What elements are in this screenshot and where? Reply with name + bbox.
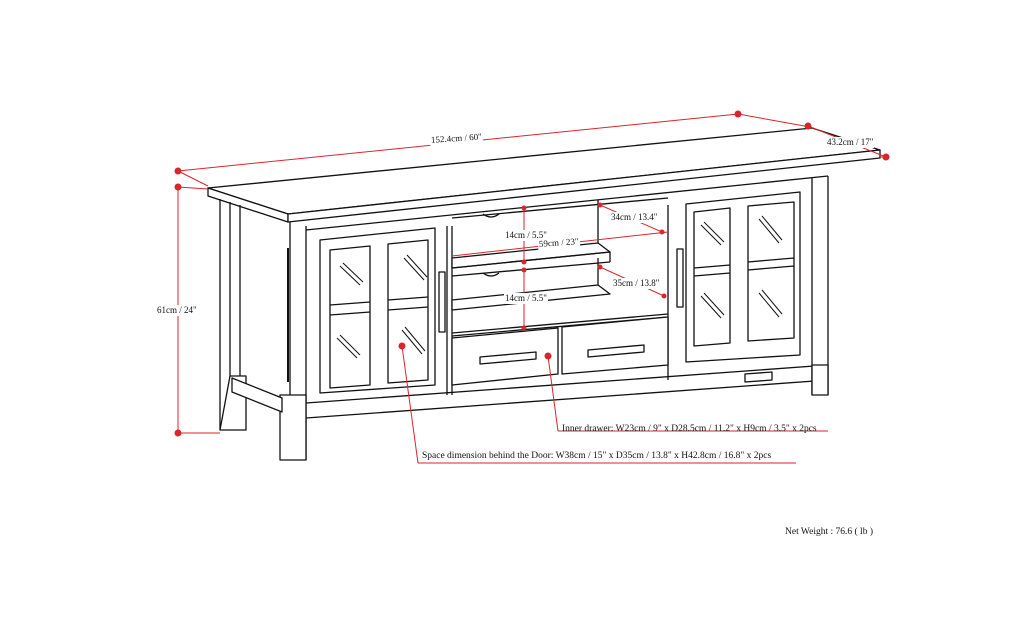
drawers xyxy=(451,316,669,386)
inner-drawer-note: Inner drawer: W23cm / 9" x D28.5cm / 11.… xyxy=(562,424,817,434)
net-weight-note: Net Weight : 76.6 ( lb ) xyxy=(785,527,873,537)
shelf-bottom-depth-label: 35cm / 13.8" xyxy=(612,278,661,289)
shelf-top-depth-label: 34cm / 13.4" xyxy=(610,212,659,223)
depth-dimension-label: 43.2cm / 17" xyxy=(826,137,875,148)
shelf-bottom-height-label: 14cm / 5.5" xyxy=(504,293,548,304)
right-door xyxy=(676,191,801,363)
door-space-note: Space dimension behind the Door: W38cm /… xyxy=(422,451,772,461)
height-dimension-label: 61cm / 24" xyxy=(156,305,198,316)
left-door xyxy=(319,227,446,394)
tv-stand-drawing xyxy=(207,127,881,461)
left-side xyxy=(219,199,307,461)
shelf-top-height-label: 14cm / 5.5" xyxy=(504,230,548,241)
front-frame xyxy=(305,175,829,419)
top-slab xyxy=(207,127,881,223)
